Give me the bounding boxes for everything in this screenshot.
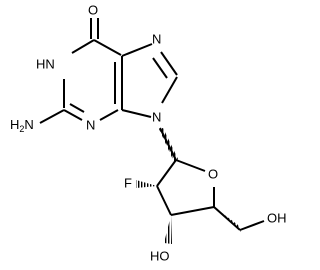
hashed-bond-c1prime-n9 (159, 128, 178, 162)
atom-label-layer: O HN H2N N N N O F HO OH (10, 2, 287, 263)
bond-n9-c4 (121, 109, 152, 118)
stereo-bond-layer (136, 128, 241, 244)
bond-c6-n1 (71, 39, 95, 54)
bond-c1prime-c2prime (156, 159, 177, 187)
bond-c2prime-c3prime (156, 185, 172, 216)
bond-c5-n7 (121, 43, 153, 57)
bond-n7-c8-2 (152, 57, 168, 79)
hashed-bond-c2prime-f (136, 180, 157, 188)
atom-carbonyl-oxygen: O (88, 2, 98, 17)
amino-n: N (24, 117, 33, 132)
atom-3prime-hydroxyl: HO (150, 248, 170, 263)
bond-c2-n3-1 (63, 109, 83, 121)
atom-amino-group: H2N (10, 117, 34, 134)
atom-ring-oxygen: O (208, 166, 218, 181)
bond-c2-n3-2 (69, 103, 85, 113)
atom-n3: N (86, 117, 95, 132)
atom-fluorine: F (124, 175, 132, 190)
atom-n9: N (152, 109, 161, 124)
hashed-bond-c3prime-oh (164, 215, 172, 244)
bond-c5-c6 (93, 39, 122, 56)
atom-n7: N (152, 31, 161, 46)
bond-n7-c8-1 (160, 51, 178, 76)
bond-n3-c4 (99, 109, 119, 121)
atom-5prime-hydroxyl: OH (267, 210, 287, 225)
amino-subscript: 2 (19, 124, 24, 134)
bond-c3prime-c4prime (170, 206, 215, 216)
bond-c8-n9 (161, 76, 178, 104)
amino-h: H (10, 117, 19, 132)
bond-c2-nh2 (39, 109, 65, 124)
bond-c5prime-o (239, 220, 265, 231)
atom-n1-h: HN (36, 56, 55, 71)
bond-oring-c1prime (175, 159, 206, 172)
hashed-bond-c4prime-c5prime (214, 207, 241, 232)
molecule-structure: O HN H2N N N N O F HO OH (10, 2, 287, 263)
